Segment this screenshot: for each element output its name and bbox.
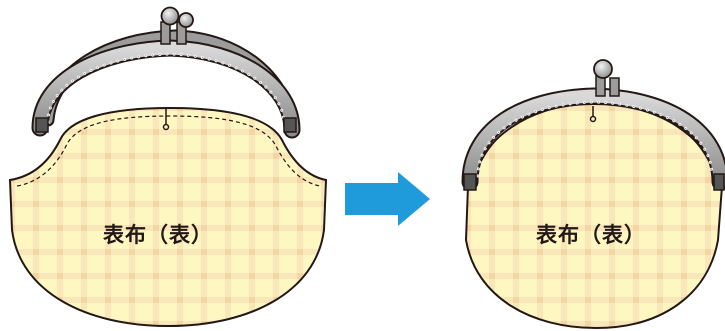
left-fabric-label: 表布（表）: [103, 223, 213, 247]
right-arrow-icon: [345, 172, 430, 226]
left-assembly: 表布（表）: [8, 6, 328, 328]
left-hinges: [35, 117, 297, 133]
left-frame-front: [31, 39, 301, 139]
left-clasp-icon: [160, 6, 194, 45]
right-assembly: 表布（表）: [461, 59, 725, 330]
right-fabric: [464, 102, 724, 330]
right-fabric-label: 表布（表）: [536, 223, 646, 247]
left-fabric: [8, 106, 328, 328]
right-clasp-icon: [593, 59, 620, 97]
right-center-notch: [589, 106, 597, 123]
right-frame: [461, 87, 725, 191]
